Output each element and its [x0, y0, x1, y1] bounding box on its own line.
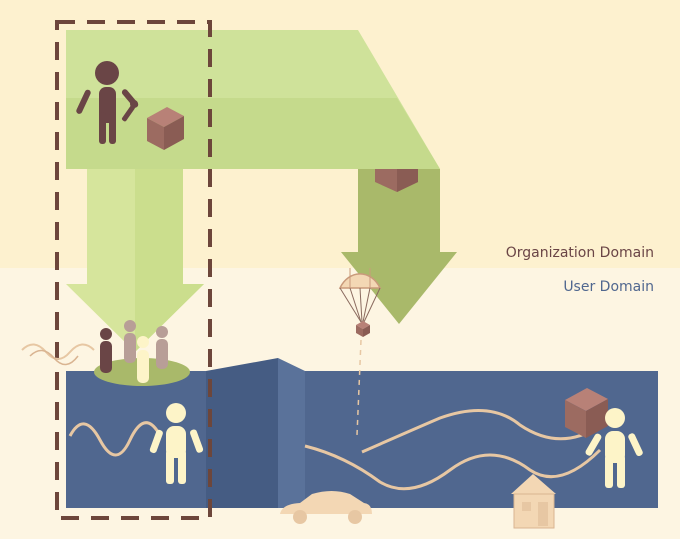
fold-panel-middle — [278, 358, 305, 508]
fold-panel-left — [206, 358, 278, 508]
flow-bar-shade — [66, 98, 440, 169]
organization-domain-label: Organization Domain — [480, 245, 654, 261]
user-domain-label: User Domain — [480, 279, 654, 295]
